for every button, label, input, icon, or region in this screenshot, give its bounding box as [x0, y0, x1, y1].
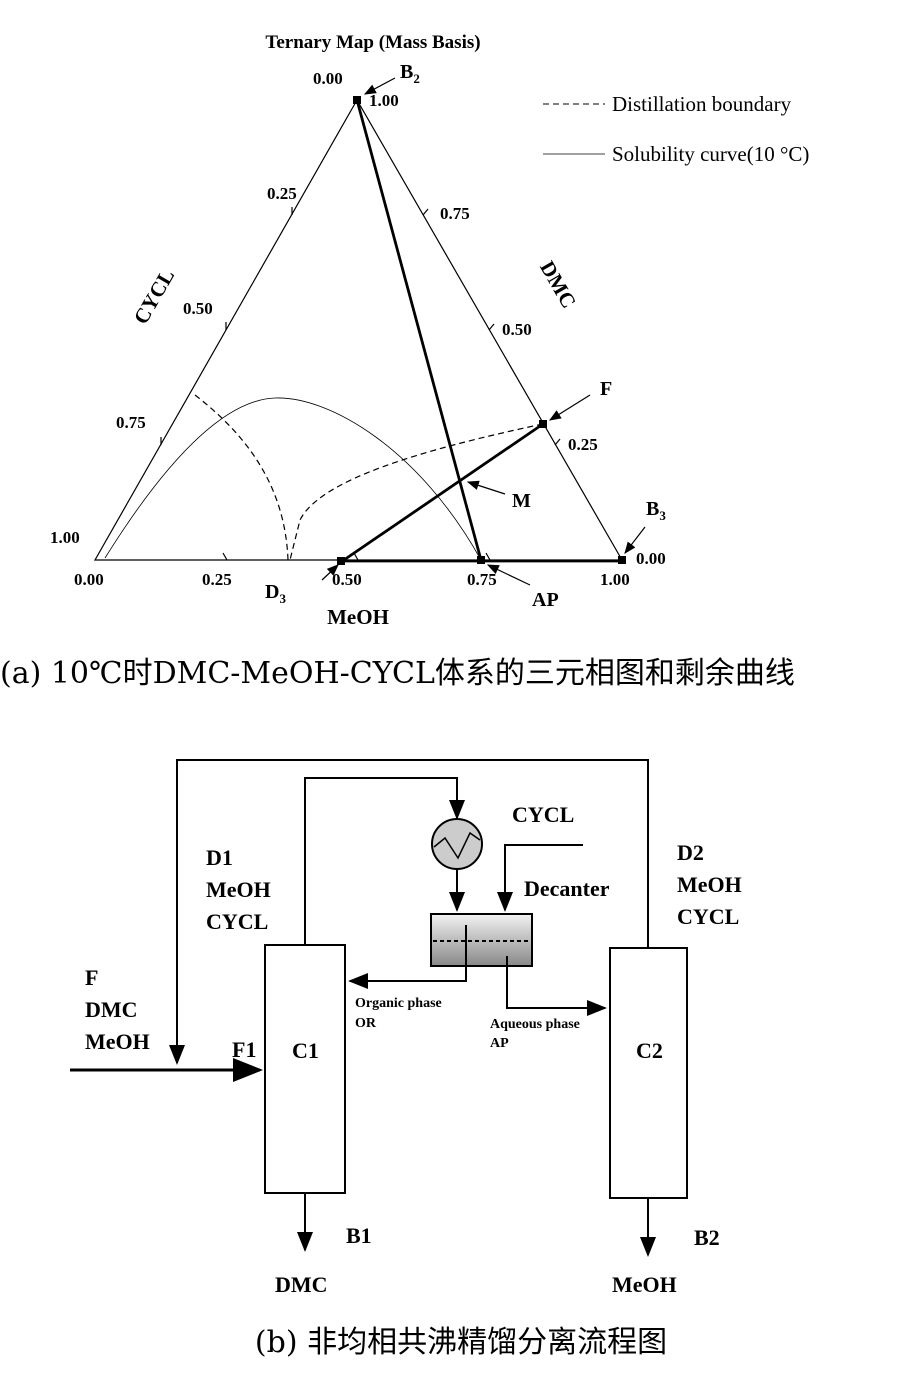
bottom-tick: 0.50 — [332, 570, 362, 589]
distillation-boundary — [194, 394, 289, 561]
point-b2: B2 — [400, 61, 420, 86]
legend-dashed: Distillation boundary — [612, 92, 792, 116]
f1-label: F1 — [232, 1037, 256, 1062]
mass-balance-line — [355, 99, 483, 561]
right-tick: 0.25 — [568, 435, 598, 454]
bottom-tick: 1.00 — [600, 570, 630, 589]
left-tick: 0.50 — [183, 299, 213, 318]
cycl-feed-label: CYCL — [512, 802, 574, 827]
c1-label: C1 — [292, 1038, 319, 1063]
feed-label: F — [85, 965, 98, 990]
column-c1 — [264, 944, 346, 1194]
b2-label: B2 — [694, 1225, 720, 1250]
bottom-tick: 0.00 — [74, 570, 104, 589]
right-tick: 0.75 — [440, 204, 470, 223]
organic-phase-label: OR — [355, 1016, 377, 1031]
point-m: M — [512, 490, 531, 512]
aqueous-phase-label: AP — [490, 1036, 509, 1051]
point-b3: B3 — [646, 498, 666, 523]
point-f: F — [600, 378, 612, 400]
d1-label: MeOH — [206, 877, 271, 902]
legend: Distillation boundary Solubility curve(1… — [543, 92, 809, 166]
axis-cycl: CYCL — [129, 265, 180, 329]
feed-label: DMC — [85, 997, 138, 1022]
right-tick: 0.50 — [502, 320, 532, 339]
axis-meoh: MeOH — [327, 605, 389, 629]
top-tick: 0.00 — [313, 69, 343, 88]
distillation-boundary — [289, 423, 544, 561]
solubility-curve — [104, 397, 482, 561]
left-tick: 1.00 — [50, 528, 80, 547]
feed-label: MeOH — [85, 1029, 150, 1054]
c2-label: C2 — [636, 1038, 663, 1063]
left-tick: 0.25 — [267, 184, 297, 203]
b1-label: B1 — [346, 1223, 372, 1248]
mass-balance-line — [340, 422, 544, 564]
decanter-vessel — [430, 913, 533, 967]
point-d3: D3 — [265, 581, 286, 606]
dmc-product: DMC — [275, 1272, 328, 1297]
point-ap: AP — [532, 589, 559, 611]
axis-dmc: DMC — [535, 257, 581, 312]
organic-phase-label: Organic phase — [355, 996, 442, 1011]
flowsheet — [70, 759, 688, 1257]
caption-b: (b) 非均相共沸精馏分离流程图 — [255, 1325, 667, 1360]
bottom-tick: 0.25 — [202, 570, 232, 589]
caption-a: (a) 10℃时DMC-MeOH-CYCL体系的三元相图和剩余曲线 — [0, 656, 795, 691]
right-tick: 0.00 — [636, 549, 666, 568]
d2-label: CYCL — [677, 904, 739, 929]
d2-label: D2 — [677, 840, 704, 865]
left-tick: 0.75 — [116, 413, 146, 432]
d1-label: D1 — [206, 845, 233, 870]
legend-solid: Solubility curve(10 °C) — [612, 142, 809, 166]
d1-label: CYCL — [206, 909, 268, 934]
meoh-product: MeOH — [612, 1272, 677, 1297]
top-tick: 1.00 — [369, 91, 399, 110]
column-c2 — [609, 947, 688, 1199]
ternary-title: Ternary Map (Mass Basis) — [265, 32, 480, 53]
d2-label: MeOH — [677, 872, 742, 897]
aqueous-phase-label: Aqueous phase — [490, 1017, 580, 1032]
triangle-frame — [93, 98, 624, 561]
decanter-label: Decanter — [524, 876, 610, 901]
bottom-tick: 0.75 — [467, 570, 497, 589]
condenser-icon — [431, 818, 483, 870]
ternary-diagram: Ternary Map (Mass Basis) 0.25 0.50 0.75 … — [50, 32, 809, 629]
